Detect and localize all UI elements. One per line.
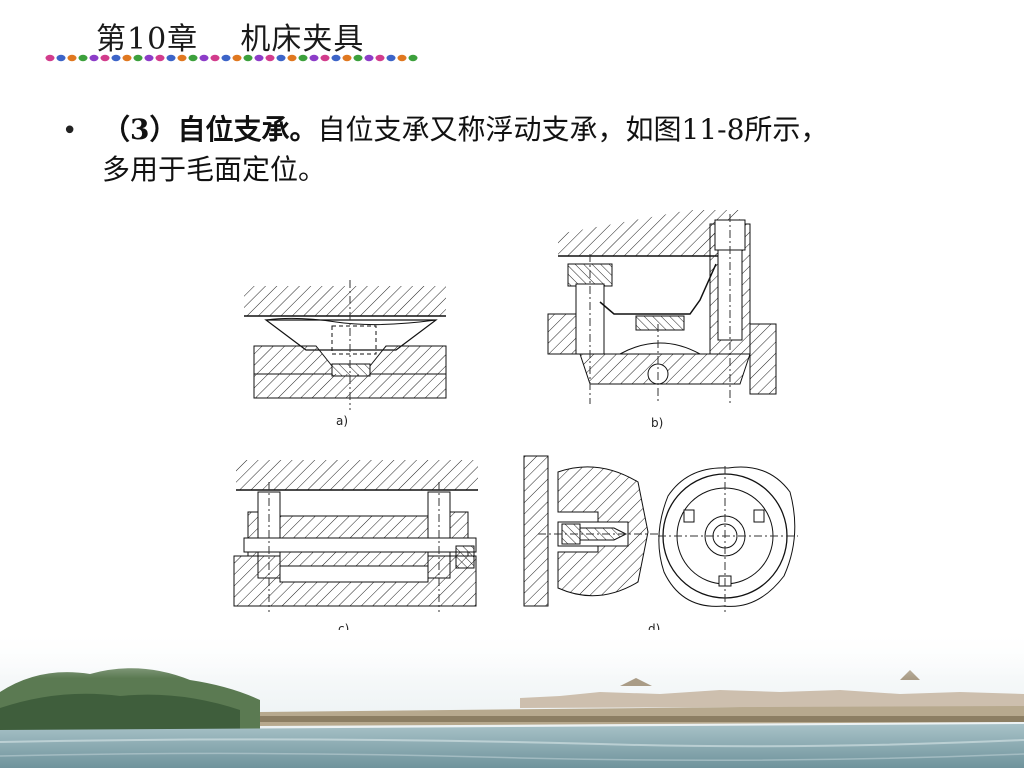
decorative-dot xyxy=(298,54,308,62)
figure-c-caption: c) xyxy=(338,622,350,636)
bullet-text: （3）自位支承。自位支承又称浮动支承，如图11-8所示， 多用于毛面定位。 xyxy=(102,110,972,190)
decorative-dot xyxy=(210,54,220,62)
river-bridge-landscape xyxy=(0,630,1024,768)
slide-title: 第10章 机床夹具 xyxy=(96,22,365,57)
decorative-dot xyxy=(342,54,352,62)
decorative-dot xyxy=(353,54,363,62)
figure-d-drawing xyxy=(523,455,798,612)
decorative-dot xyxy=(276,54,286,62)
decorative-dot xyxy=(331,54,341,62)
bullet-body-line1: 自位支承又称浮动支承，如图11-8所示， xyxy=(317,113,829,146)
decorative-dot-bar xyxy=(45,54,418,62)
decorative-dot xyxy=(221,54,231,62)
bullet-body-line2: 多用于毛面定位。 xyxy=(102,153,327,186)
figure-b-caption: b) xyxy=(651,416,664,430)
decorative-dot xyxy=(199,54,209,62)
decorative-dot xyxy=(232,54,242,62)
decorative-dot xyxy=(155,54,165,62)
figure-b-drawing xyxy=(547,210,777,404)
decorative-dot xyxy=(397,54,407,62)
decorative-dot xyxy=(45,54,55,62)
decorative-dot xyxy=(100,54,110,62)
figure-a-caption: a) xyxy=(336,414,349,428)
decorative-dot xyxy=(364,54,374,62)
decorative-dot xyxy=(386,54,396,62)
decorative-dot xyxy=(78,54,88,62)
decorative-dot xyxy=(254,54,264,62)
decorative-dot xyxy=(243,54,253,62)
decorative-dot xyxy=(67,54,77,62)
decorative-dot xyxy=(375,54,385,62)
figure-c-drawing xyxy=(233,460,478,612)
decorative-dot xyxy=(111,54,121,62)
decorative-dot xyxy=(287,54,297,62)
figure-a-drawing xyxy=(244,280,447,410)
decorative-dot xyxy=(177,54,187,62)
decorative-dot xyxy=(188,54,198,62)
decorative-dot xyxy=(56,54,66,62)
decorative-dot xyxy=(122,54,132,62)
decorative-dot xyxy=(408,54,418,62)
decorative-dot xyxy=(166,54,176,62)
decorative-dot xyxy=(144,54,154,62)
decorative-dot xyxy=(89,54,99,62)
decorative-dot xyxy=(309,54,319,62)
decorative-dot xyxy=(265,54,275,62)
bullet-marker: • xyxy=(62,116,78,146)
decorative-dot xyxy=(133,54,143,62)
decorative-dot xyxy=(320,54,330,62)
bullet-label: （3）自位支承。 xyxy=(102,113,318,146)
